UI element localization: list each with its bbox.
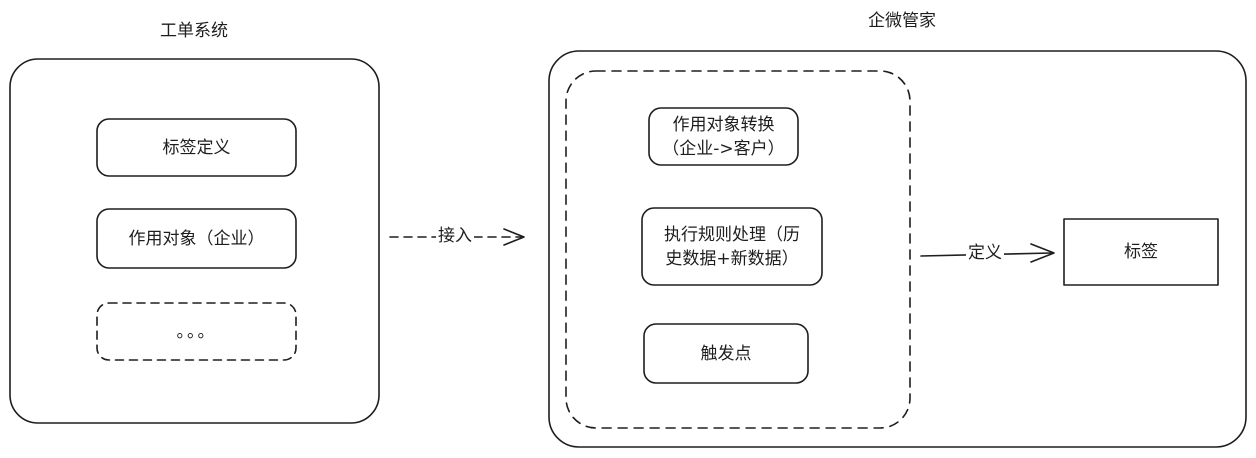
more-items-box (96, 302, 297, 361)
more-items-label: 。。。 (176, 321, 217, 342)
tag-label: 标签 (1124, 242, 1158, 262)
define-arrowhead (1030, 243, 1055, 263)
rule-processing-box (641, 207, 823, 286)
tag-definition-box (96, 118, 297, 177)
rule-processing-label: 执行规则处理（历 史数据+新数据） (642, 208, 822, 285)
tag-definition-label: 标签定义 (162, 137, 231, 158)
rule-processing-line1: 执行规则处理（历 (664, 224, 800, 245)
object-conversion-box (648, 107, 799, 166)
wecom-manager-title: 企微管家 (868, 11, 936, 31)
wecom-inner-group (565, 70, 911, 429)
target-object-box (96, 208, 297, 269)
wecom-manager-container (548, 50, 1247, 448)
define-edge-label: 定义 (966, 242, 1004, 264)
trigger-point-box (643, 323, 809, 384)
object-conversion-line2: （企业->客户） (662, 138, 785, 159)
access-arrowhead (503, 228, 525, 246)
trigger-point-label: 触发点 (700, 343, 752, 364)
object-conversion-line1: 作用对象转换 (672, 114, 775, 135)
ticket-system-container (9, 58, 380, 424)
ticket-system-title: 工单系统 (160, 21, 228, 41)
access-edge-label: 接入 (436, 225, 474, 247)
target-object-label: 作用对象（企业） (128, 228, 265, 249)
tag-box (1063, 218, 1219, 286)
object-conversion-label: 作用对象转换 （企业->客户） (649, 108, 798, 165)
rule-processing-line2: 史数据+新数据） (665, 248, 799, 269)
